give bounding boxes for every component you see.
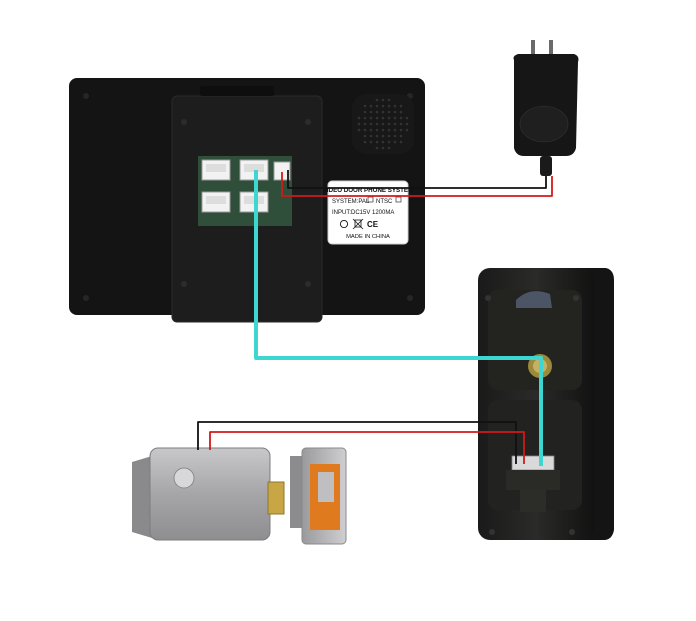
grille-hole [370,129,373,132]
spec-label: VIDEO DOOR PHONE SYSTEM SYSTEM:PAL NTSC … [323,181,413,244]
connector-port [202,160,230,180]
grille-hole [376,141,379,144]
indoor-monitor: VIDEO DOOR PHONE SYSTEM SYSTEM:PAL NTSC … [69,78,425,322]
lock-latch [268,482,284,514]
label-system-ntsc: NTSC [376,199,393,205]
camera-bracket [506,470,560,490]
grille-hole [388,123,391,126]
grille-hole [394,117,397,120]
grille-hole [388,105,391,108]
screw-hole-icon [305,281,311,287]
grille-hole [382,141,385,144]
grille-hole [376,129,379,132]
screw-hole-icon [407,295,413,301]
screw-hole-icon [83,93,89,99]
grille-hole [388,135,391,138]
grille-hole [364,141,367,144]
grille-hole [382,99,385,102]
grille-hole [382,147,385,150]
grille-hole [382,117,385,120]
grille-hole [406,129,409,132]
ce-mark: CE [367,220,379,229]
label-made-in: MADE IN CHINA [346,234,390,240]
grille-hole [382,129,385,132]
grille-hole [394,129,397,132]
grille-hole [364,135,367,138]
grille-hole [358,117,361,120]
grille-hole [388,129,391,132]
grille-hole [364,129,367,132]
grille-hole [376,135,379,138]
grille-hole [400,141,403,144]
screw-hole-icon [569,529,575,535]
grille-hole [406,123,409,126]
adapter-sticker-icon [520,106,568,142]
screw-hole-icon [489,529,495,535]
grille-hole [376,99,379,102]
grille-hole [382,105,385,108]
screw-hole-icon [83,295,89,301]
grille-hole [370,141,373,144]
grille-hole [388,99,391,102]
grille-hole [400,135,403,138]
grille-hole [376,111,379,114]
grille-hole [400,129,403,132]
screw-hole-icon [485,295,491,301]
grille-hole [370,105,373,108]
grille-hole [370,135,373,138]
grille-hole [400,111,403,114]
grille-hole [406,117,409,120]
connector-port [202,192,230,212]
screw-hole-icon [305,119,311,125]
screw-hole-icon [181,119,187,125]
grille-hole [364,117,367,120]
camera-terminal-block [512,456,554,470]
monitor-top-tab [200,86,274,96]
grille-hole [400,123,403,126]
grille-hole [388,141,391,144]
lock-body [150,448,270,540]
strike-slot [318,472,334,502]
screw-hole-icon [181,281,187,287]
grille-hole [364,123,367,126]
lock-side-plate [132,456,152,538]
label-system-pal: SYSTEM:PAL [332,199,370,205]
grille-hole [394,111,397,114]
screw-hole-icon [573,295,579,301]
grille-hole [376,117,379,120]
adapter-cable-strain [540,156,552,176]
grille-hole [394,135,397,138]
electric-lock [132,448,284,540]
grille-hole [376,123,379,126]
grille-hole [388,147,391,150]
strike-plate [290,448,346,544]
grille-hole [400,105,403,108]
grille-hole [364,105,367,108]
lock-cylinder-icon [174,468,194,488]
grille-hole [370,123,373,126]
grille-hole [370,117,373,120]
grille-hole [382,135,385,138]
grille-hole [376,147,379,150]
grille-hole [358,129,361,132]
grille-hole [388,111,391,114]
label-input-rating: INPUT:DC15V 1200MA [332,210,394,216]
grille-hole [376,105,379,108]
grille-hole [358,123,361,126]
speaker-grille-icon [352,94,414,154]
grille-hole [400,117,403,120]
camera-bracket [520,490,546,512]
grille-hole [382,123,385,126]
grille-hole [394,141,397,144]
grille-hole [382,111,385,114]
grille-hole [364,111,367,114]
power-adapter [514,40,579,176]
outdoor-camera-unit [478,268,614,540]
grille-hole [388,117,391,120]
grille-hole [394,105,397,108]
grille-hole [370,111,373,114]
grille-hole [394,123,397,126]
